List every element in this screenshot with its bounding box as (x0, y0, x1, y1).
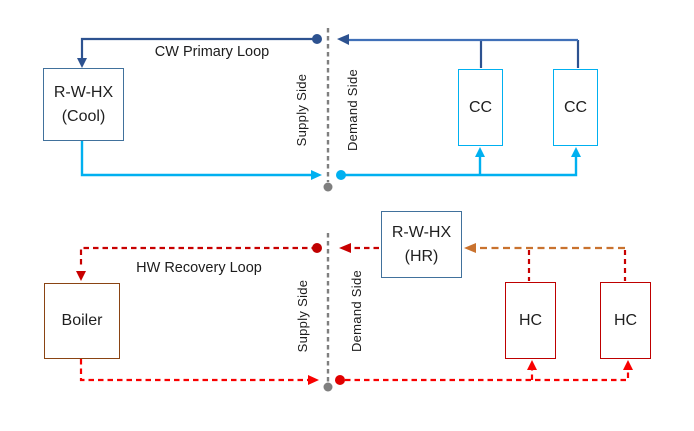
hw-supply-node-dot (312, 243, 322, 253)
hw-return-node-dot (335, 375, 345, 385)
cooling-coil-1-box: CC (458, 69, 503, 146)
cw-hx-label-line2: (Cool) (61, 107, 106, 125)
cw-return-node-dot (312, 34, 322, 44)
cw-supply-pipe (80, 141, 311, 177)
boiler-box: Boiler (44, 283, 120, 359)
cw-supply-side-label: Supply Side (294, 73, 309, 147)
cw-return-arrow-to-divider (337, 34, 349, 45)
cooling-coil-2-label: CC (563, 98, 588, 116)
heating-coil-1-box: HC (505, 282, 556, 359)
cw-return-cc-risers (479, 40, 580, 68)
cw-supply-demand-pipe (341, 157, 578, 177)
cw-heat-exchanger-box: R-W-HX (Cool) (43, 68, 124, 141)
hw-arrow-into-hr-hx (464, 243, 476, 253)
hw-hx-label-line1: R-W-HX (391, 223, 452, 241)
hw-arrow-into-hc1 (527, 360, 537, 370)
divider-bottom-end-dot (323, 382, 333, 392)
cw-loop-label: CW Primary Loop (154, 44, 270, 60)
cw-supply-arrow-into-cc1 (475, 147, 485, 157)
cooling-coil-1-label: CC (468, 98, 493, 116)
hw-arrow-to-divider (339, 243, 351, 253)
hw-hc-top-risers (527, 250, 627, 281)
hw-return-supply-pipe (79, 359, 308, 382)
boiler-label: Boiler (61, 312, 103, 329)
hw-supply-side-label: Supply Side (295, 279, 310, 353)
hw-return-demand-pipe (345, 370, 630, 382)
cooling-coil-2-box: CC (553, 69, 598, 146)
hw-demand-side-label: Demand Side (349, 269, 364, 353)
hw-hx-label-line2: (HR) (404, 247, 439, 265)
cw-hx-label-line1: R-W-HX (53, 83, 114, 101)
cw-supply-arrow-to-divider (311, 170, 322, 180)
heating-coil-2-box: HC (600, 282, 651, 359)
cw-return-supply-pipe (80, 37, 317, 58)
cw-return-arrow-into-cool-hx (77, 58, 87, 68)
hw-heat-exchanger-box: R-W-HX (HR) (381, 211, 462, 278)
hw-arrow-into-boiler (76, 271, 86, 281)
cw-supply-arrow-into-cc2 (571, 147, 581, 157)
hw-return-arrow-to-divider (308, 375, 319, 385)
cw-demand-side-label: Demand Side (345, 68, 360, 152)
divider-top-end-dot (323, 182, 333, 192)
heating-coil-1-label: HC (518, 311, 543, 329)
hw-loop-label: HW Recovery Loop (136, 260, 262, 276)
heating-coil-2-label: HC (613, 311, 638, 329)
hw-arrow-into-hc2 (623, 360, 633, 370)
hw-supply-pipe (79, 246, 317, 268)
